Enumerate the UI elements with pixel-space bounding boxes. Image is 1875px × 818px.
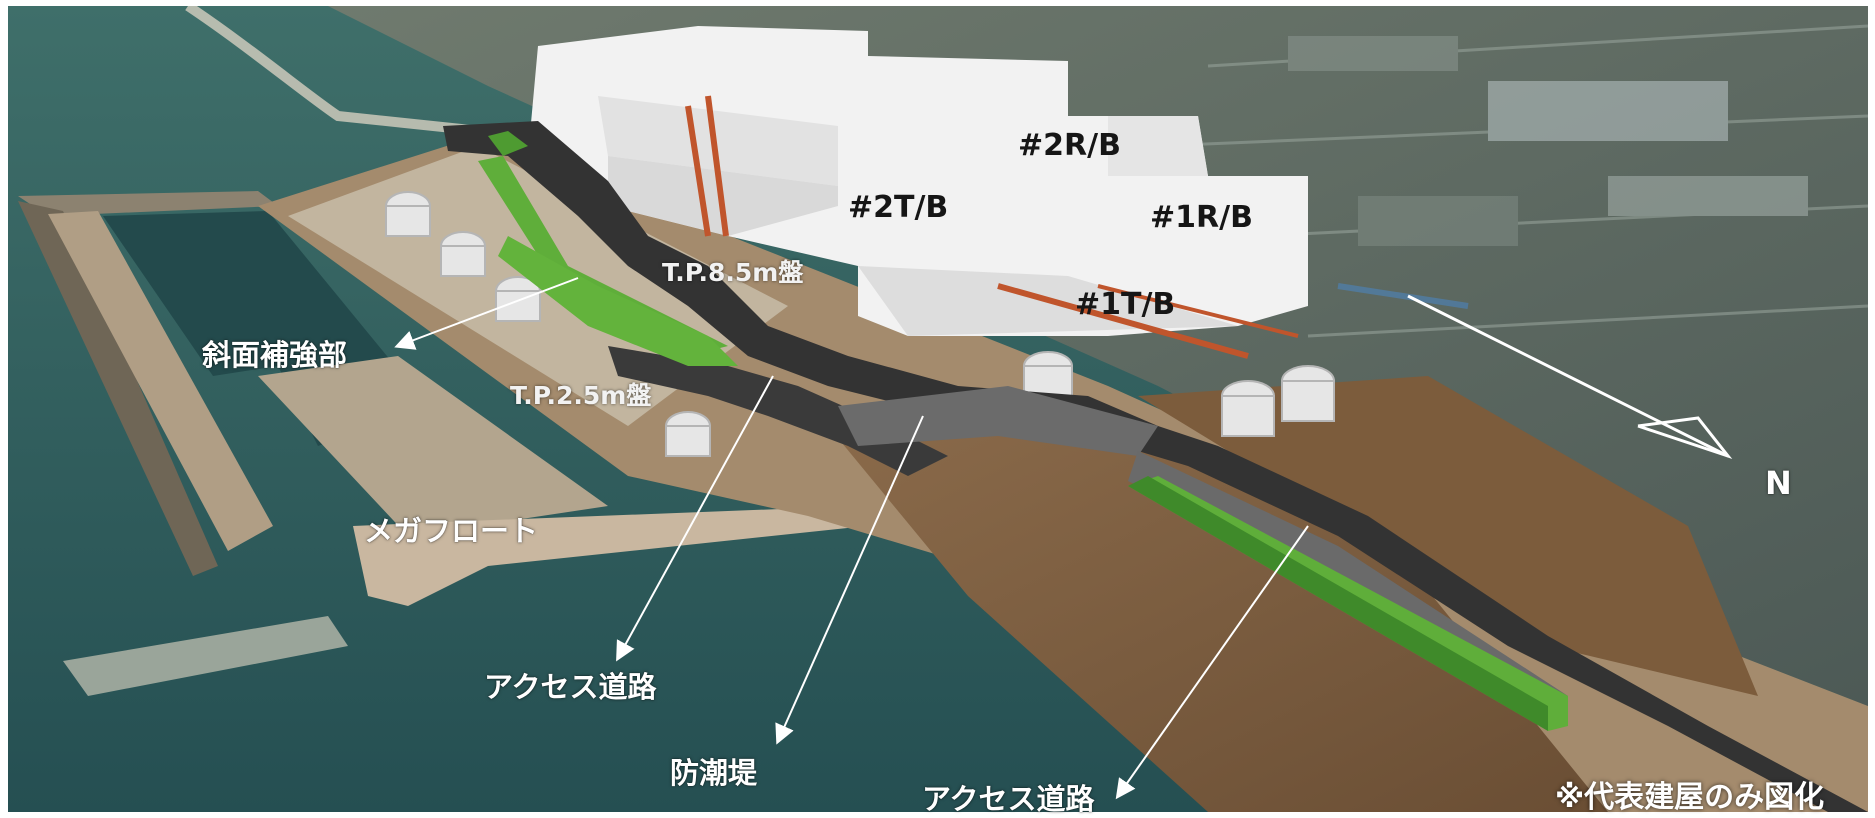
- pier-bottom-left: [63, 616, 348, 696]
- label-building-2rb: #2R/B: [1018, 128, 1121, 163]
- label-building-1rb: #1R/B: [1150, 200, 1253, 235]
- shoreline: [185, 6, 529, 141]
- compass-north-label: N: [1765, 464, 1792, 502]
- callout-arrows: [394, 277, 1309, 800]
- reactor-buildings: [528, 26, 1308, 359]
- megafloat-pad: [258, 356, 608, 536]
- label-building-2tb: #2T/B: [848, 190, 949, 225]
- label-tp-8-5: T.P.8.5m盤: [662, 258, 804, 287]
- breakwater-west: [18, 201, 218, 576]
- compass-arrow-icon: [1407, 294, 1733, 460]
- seawall-lower-green-side: [1128, 476, 1548, 731]
- hillside: [1138, 376, 1758, 696]
- label-access-road-1: アクセス道路: [484, 670, 657, 704]
- breakwater-north: [18, 191, 278, 216]
- breakwater-west-top: [48, 211, 273, 551]
- access-ramp: [838, 386, 1158, 456]
- construction-yard: [828, 426, 1608, 812]
- storage-tanks: [385, 191, 1335, 457]
- note-representative-buildings: ※代表建屋のみ図化: [1555, 780, 1825, 815]
- label-megafloat: メガフロート: [364, 514, 539, 548]
- inland-texture: [1157, 24, 1868, 338]
- seawall-edge: [488, 131, 528, 156]
- label-access-road-2: アクセス道路: [922, 782, 1095, 816]
- label-slope-reinforcement: 斜面補強部: [202, 338, 348, 372]
- site-3d-map: [8, 6, 1868, 812]
- seawall-upper-green-2: [498, 236, 738, 366]
- label-seawall: 防潮堤: [670, 756, 758, 790]
- pier-south: [353, 501, 1008, 606]
- seawall-upper-green: [478, 156, 728, 351]
- label-building-1tb: #1T/B: [1075, 287, 1176, 322]
- label-tp-2-5: T.P.2.5m盤: [510, 381, 652, 410]
- access-road-upper: [443, 121, 1868, 812]
